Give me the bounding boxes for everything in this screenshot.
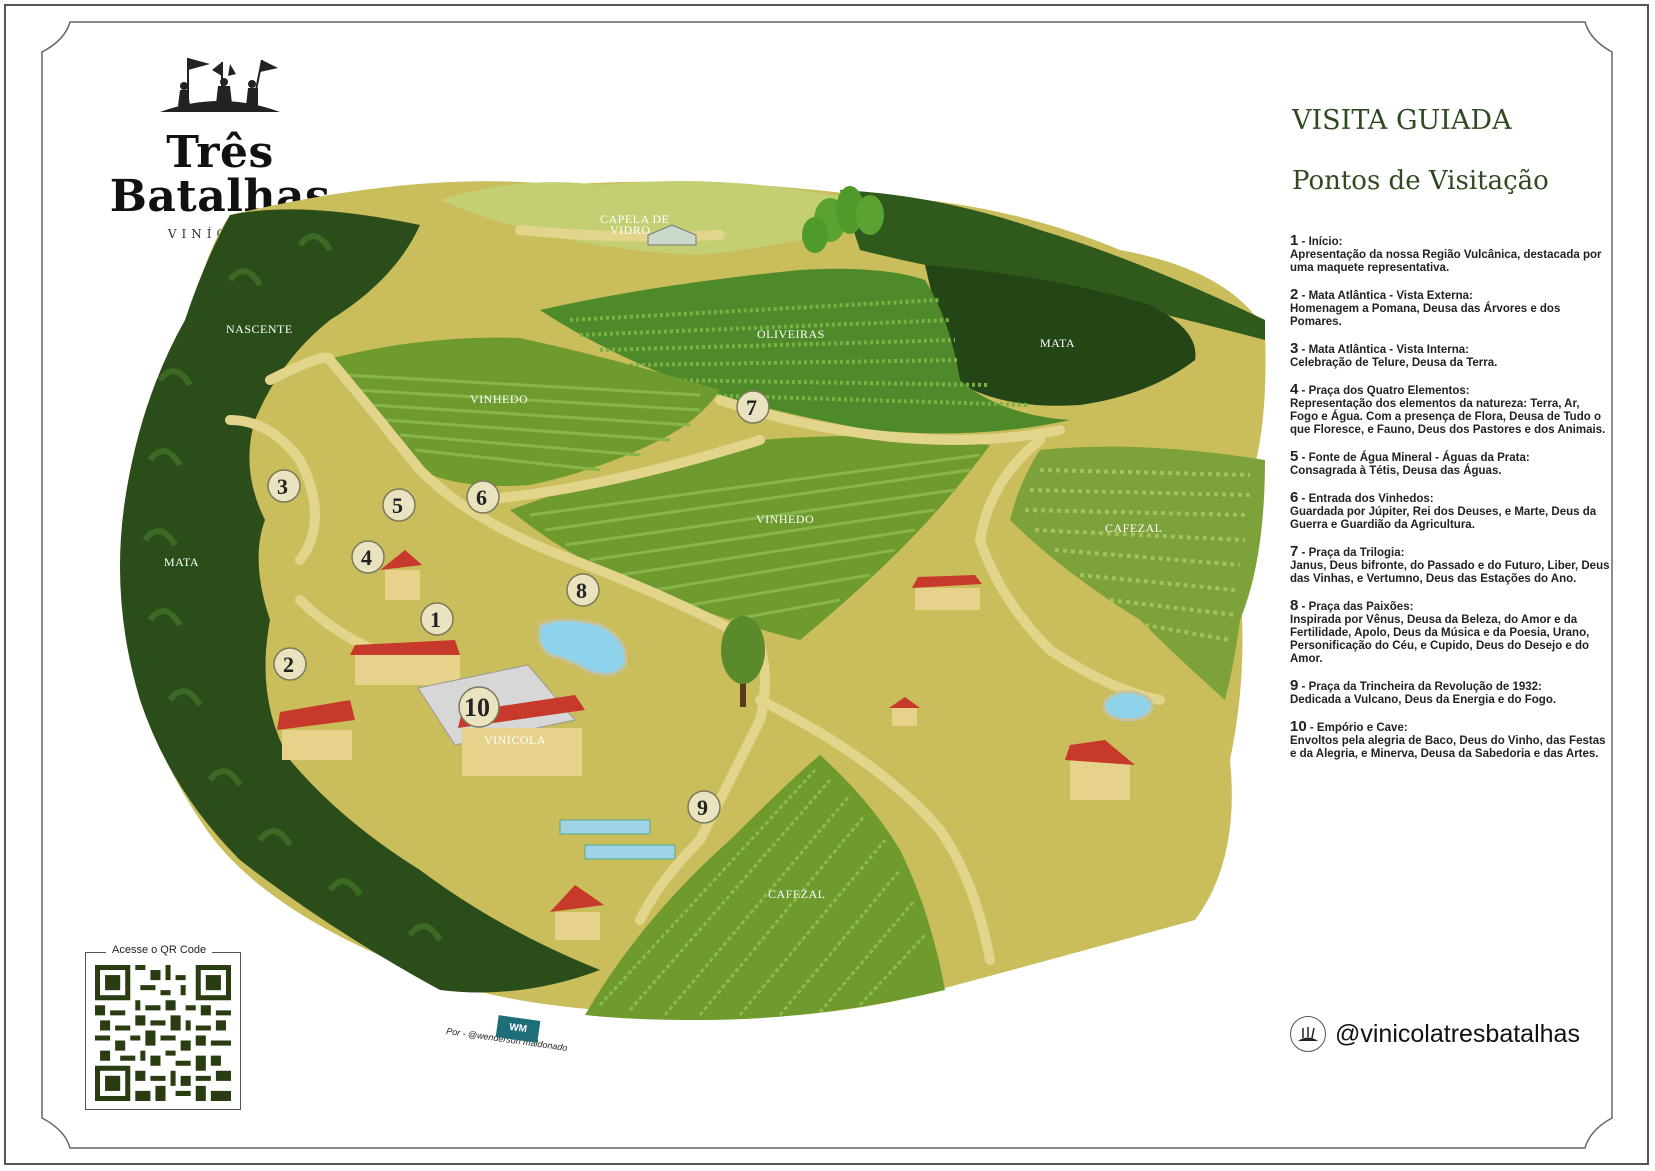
marker-6[interactable]: 6 — [466, 480, 500, 514]
social-handle-block[interactable]: @vinicolatresbatalhas — [1290, 1016, 1580, 1052]
point-item: 10 - Empório e Cave:Envoltos pela alegri… — [1290, 718, 1606, 760]
marker-10-label: 10 — [464, 693, 490, 722]
marker-10[interactable]: 10 — [458, 686, 500, 728]
left-forest — [120, 209, 600, 993]
lone-tree-icon — [721, 616, 765, 707]
marker-8-label: 8 — [576, 578, 587, 603]
top-right-dark-hill — [840, 190, 1265, 340]
marker-4[interactable]: 4 — [351, 540, 385, 574]
label-mata-top: MATA — [1040, 336, 1075, 350]
soldiers-logo-icon — [160, 58, 280, 112]
point-item: 8 - Praça das Paixões:Inspirada por Vênu… — [1290, 597, 1590, 665]
cafezal-right-dots — [1024, 468, 1251, 642]
brand-logo-icon — [1290, 1016, 1326, 1052]
mata-top-right — [925, 265, 1196, 406]
vinhedo-1-field — [325, 337, 720, 486]
pond-1 — [537, 618, 628, 677]
vinhedo-2-rows — [529, 453, 981, 622]
label-capela: CAPELA DE — [600, 212, 670, 226]
left-forest-texture — [142, 233, 443, 942]
qr-code-box[interactable]: Acesse o QR Code — [85, 944, 241, 1110]
point-item: 2 - Mata Atlântica - Vista Externa:Homen… — [1290, 286, 1561, 328]
label-capela-2: VIDRO — [610, 223, 651, 237]
marker-6-label: 6 — [476, 485, 487, 510]
greenhouse-icon — [559, 819, 676, 860]
building-right-icon — [912, 575, 982, 610]
vinhedo-1-rows — [344, 373, 701, 472]
marker-3-label: 3 — [277, 474, 288, 499]
panel-title: VISITA GUIADA — [1292, 105, 1512, 136]
cafezal-bottom-rows — [598, 768, 927, 1016]
point-item: 4 - Praça dos Quatro Elementos:Represent… — [1290, 381, 1606, 436]
building-4-icon — [380, 550, 422, 600]
pond-2 — [1102, 690, 1154, 722]
building-2-icon — [277, 700, 355, 760]
marker-4-label: 4 — [361, 545, 372, 570]
oliveiras-grove — [540, 268, 1070, 434]
marker-1-label: 1 — [430, 607, 441, 632]
marker-5-label: 5 — [392, 493, 403, 518]
marker-5[interactable]: 5 — [382, 488, 416, 522]
label-oliveiras: OLIVEIRAS — [757, 327, 825, 341]
point-item: 7 - Praça da Trilogia:Janus, Deus bifron… — [1290, 543, 1610, 585]
tree-cluster-top-icon — [802, 186, 884, 253]
point-item: 9 - Praça da Trincheira da Revolução de … — [1290, 677, 1557, 706]
marker-9[interactable]: 9 — [687, 790, 721, 824]
building-farm-icon — [1065, 740, 1135, 800]
label-vinicola: VINÍCOLA — [484, 733, 546, 747]
marker-3[interactable]: 3 — [267, 469, 301, 503]
marker-1[interactable]: 1 — [420, 602, 454, 636]
brand-block: Três Batalhas VINÍCOLA — [60, 50, 380, 241]
point-item: 6 - Entrada dos Vinhedos:Guardada por Jú… — [1290, 489, 1597, 531]
marker-8[interactable]: 8 — [566, 573, 600, 607]
marker-2[interactable]: 2 — [273, 647, 307, 681]
instagram-handle[interactable]: @vinicolatresbatalhas — [1335, 1019, 1580, 1048]
marker-7[interactable]: 7 — [736, 390, 770, 424]
label-vinhedo-2: VINHEDO — [756, 512, 814, 526]
label-vinhedo-1: VINHEDO — [470, 392, 528, 406]
main-paths — [225, 225, 1165, 965]
building-1-icon — [350, 640, 460, 685]
marker-7-label: 7 — [746, 395, 757, 420]
points-list: 1 - Início:Apresentação da nossa Região … — [1290, 232, 1610, 761]
point-item: 3 - Mata Atlântica - Vista Interna:Celeb… — [1290, 340, 1498, 369]
brand-name: Três Batalhas — [109, 127, 331, 222]
label-cafezal-right: CAFEZAL — [1105, 521, 1163, 535]
label-cafezal-bottom: CAFEZAL — [768, 887, 826, 901]
page-frame — [4, 4, 1649, 1165]
cafezal-bottom-field — [585, 755, 945, 1020]
label-nascente: NASCENTE — [226, 322, 293, 336]
building-small-icon — [889, 697, 920, 726]
visit-panel: VISITA GUIADA Pontos de Visitação 1 - In… — [1290, 105, 1610, 774]
capela-de-vidro-icon — [647, 224, 697, 246]
panel-subtitle: Pontos de Visitação — [1292, 166, 1549, 196]
building-bottom-icon — [550, 885, 604, 940]
point-item: 1 - Início:Apresentação da nossa Região … — [1290, 232, 1602, 274]
label-mata-left: MATA — [164, 555, 199, 569]
point-item: 5 - Fonte de Água Mineral - Águas da Pra… — [1290, 448, 1530, 477]
qr-caption: Acesse o QR Code — [106, 944, 213, 956]
marker-2-label: 2 — [283, 652, 294, 677]
marker-9-label: 9 — [697, 795, 708, 820]
qr-code-icon — [95, 965, 231, 1101]
